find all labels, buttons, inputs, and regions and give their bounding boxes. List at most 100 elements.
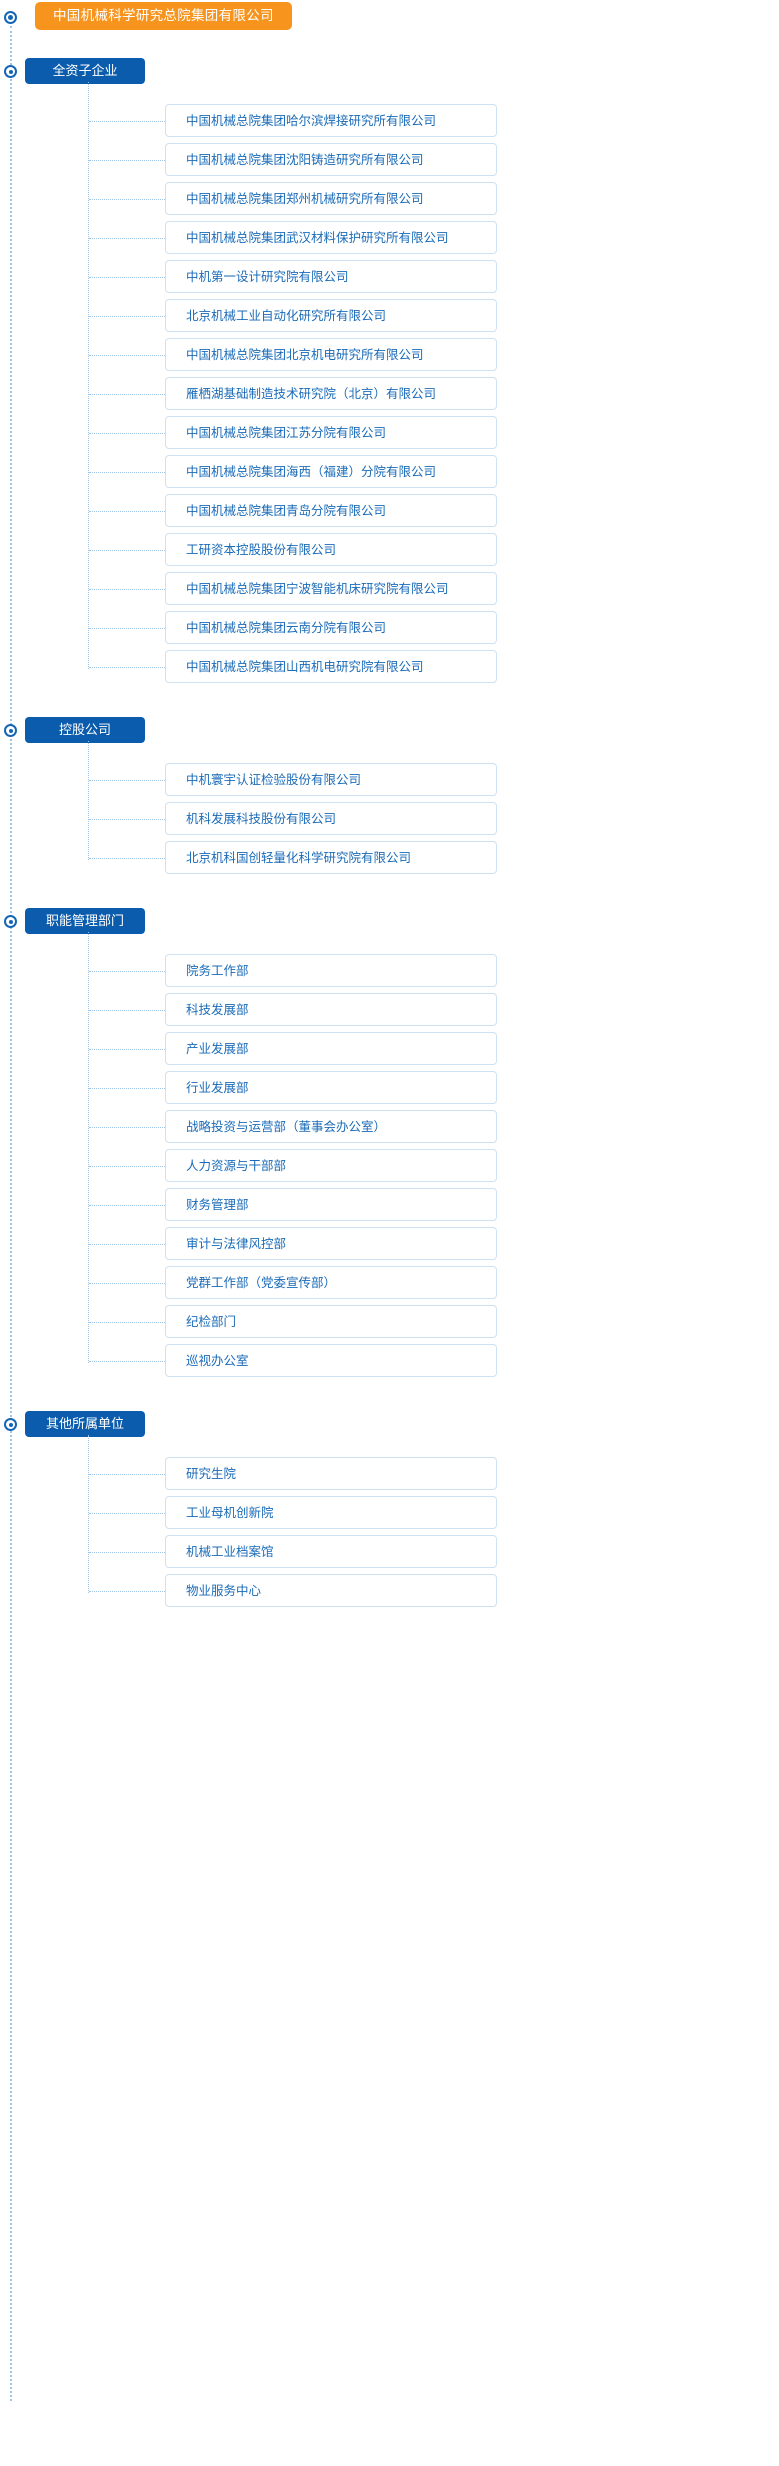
group-spacer — [0, 1381, 779, 1403]
root-node[interactable]: 中国机械科学研究总院集团有限公司 — [35, 2, 292, 30]
org-item-card[interactable]: 财务管理部 — [165, 1188, 497, 1221]
item-connector-line — [89, 1010, 165, 1011]
item-connector-line — [89, 550, 165, 551]
item-connector-line — [89, 1552, 165, 1553]
org-group-items: 中机寰宇认证检验股份有限公司机科发展科技股份有限公司北京机科国创轻量化科学研究院… — [0, 741, 779, 878]
org-item-card[interactable]: 人力资源与干部部 — [165, 1149, 497, 1182]
org-group: 全资子企业中国机械总院集团哈尔滨焊接研究所有限公司中国机械总院集团沈阳铸造研究所… — [0, 50, 779, 709]
org-item-row: 工研资本控股股份有限公司 — [0, 531, 779, 570]
item-connector-line — [89, 1591, 165, 1592]
item-connector-line — [89, 1166, 165, 1167]
org-item-card[interactable]: 中国机械总院集团云南分院有限公司 — [165, 611, 497, 644]
org-item-card[interactable]: 物业服务中心 — [165, 1574, 497, 1607]
org-item-row: 机科发展科技股份有限公司 — [0, 800, 779, 839]
org-item-row: 北京机科国创轻量化科学研究院有限公司 — [0, 839, 779, 878]
group-badge[interactable]: 职能管理部门 — [25, 908, 145, 934]
item-connector-line — [89, 121, 165, 122]
org-item-card[interactable]: 中国机械总院集团沈阳铸造研究所有限公司 — [165, 143, 497, 176]
org-item-row: 中国机械总院集团郑州机械研究所有限公司 — [0, 180, 779, 219]
item-connector-line — [89, 1283, 165, 1284]
org-item-row: 审计与法律风控部 — [0, 1225, 779, 1264]
org-groups-container: 全资子企业中国机械总院集团哈尔滨焊接研究所有限公司中国机械总院集团沈阳铸造研究所… — [0, 50, 779, 1633]
org-item-card[interactable]: 中国机械总院集团青岛分院有限公司 — [165, 494, 497, 527]
group-node-marker-icon — [4, 724, 17, 737]
item-connector-line — [89, 316, 165, 317]
org-item-card[interactable]: 党群工作部（党委宣传部） — [165, 1266, 497, 1299]
org-item-card[interactable]: 工研资本控股股份有限公司 — [165, 533, 497, 566]
org-item-card[interactable]: 中机第一设计研究院有限公司 — [165, 260, 497, 293]
org-group-header: 其他所属单位 — [0, 1403, 779, 1449]
item-connector-line — [89, 1244, 165, 1245]
org-item-row: 机械工业档案馆 — [0, 1533, 779, 1572]
org-item-card[interactable]: 纪检部门 — [165, 1305, 497, 1338]
item-connector-line — [89, 394, 165, 395]
org-item-card[interactable]: 中国机械总院集团宁波智能机床研究院有限公司 — [165, 572, 497, 605]
group-node-marker-icon — [4, 915, 17, 928]
org-item-card[interactable]: 研究生院 — [165, 1457, 497, 1490]
org-item-card[interactable]: 产业发展部 — [165, 1032, 497, 1065]
org-item-card[interactable]: 北京机械工业自动化研究所有限公司 — [165, 299, 497, 332]
org-item-card[interactable]: 中国机械总院集团北京机电研究所有限公司 — [165, 338, 497, 371]
org-item-row: 研究生院 — [0, 1455, 779, 1494]
org-item-card[interactable]: 科技发展部 — [165, 993, 497, 1026]
org-group-header: 控股公司 — [0, 709, 779, 755]
root-node-marker-icon — [4, 11, 17, 24]
org-item-row: 财务管理部 — [0, 1186, 779, 1225]
org-group: 职能管理部门院务工作部科技发展部产业发展部行业发展部战略投资与运营部（董事会办公… — [0, 900, 779, 1403]
org-item-row: 行业发展部 — [0, 1069, 779, 1108]
org-item-card[interactable]: 行业发展部 — [165, 1071, 497, 1104]
item-connector-line — [89, 1049, 165, 1050]
org-item-card[interactable]: 中国机械总院集团武汉材料保护研究所有限公司 — [165, 221, 497, 254]
org-item-row: 产业发展部 — [0, 1030, 779, 1069]
org-item-row: 党群工作部（党委宣传部） — [0, 1264, 779, 1303]
group-badge[interactable]: 全资子企业 — [25, 58, 145, 84]
item-connector-line — [89, 355, 165, 356]
org-item-card[interactable]: 院务工作部 — [165, 954, 497, 987]
org-item-card[interactable]: 雁栖湖基础制造技术研究院（北京）有限公司 — [165, 377, 497, 410]
org-group-items: 院务工作部科技发展部产业发展部行业发展部战略投资与运营部（董事会办公室） 人力资源… — [0, 932, 779, 1381]
group-badge[interactable]: 控股公司 — [25, 717, 145, 743]
item-connector-line — [89, 667, 165, 668]
org-item-card[interactable]: 战略投资与运营部（董事会办公室） — [165, 1110, 497, 1143]
org-item-card[interactable]: 中国机械总院集团哈尔滨焊接研究所有限公司 — [165, 104, 497, 137]
group-node-marker-icon — [4, 1418, 17, 1431]
item-connector-line — [89, 511, 165, 512]
item-connector-line — [89, 589, 165, 590]
org-item-row: 中国机械总院集团武汉材料保护研究所有限公司 — [0, 219, 779, 258]
group-spacer — [0, 687, 779, 709]
item-connector-line — [89, 858, 165, 859]
org-item-card[interactable]: 中机寰宇认证检验股份有限公司 — [165, 763, 497, 796]
org-item-row: 雁栖湖基础制造技术研究院（北京）有限公司 — [0, 375, 779, 414]
org-item-card[interactable]: 中国机械总院集团山西机电研究院有限公司 — [165, 650, 497, 683]
item-connector-line — [89, 199, 165, 200]
org-item-row: 中国机械总院集团江苏分院有限公司 — [0, 414, 779, 453]
org-item-card[interactable]: 巡视办公室 — [165, 1344, 497, 1377]
group-badge[interactable]: 其他所属单位 — [25, 1411, 145, 1437]
org-item-card[interactable]: 中国机械总院集团江苏分院有限公司 — [165, 416, 497, 449]
org-group-header: 全资子企业 — [0, 50, 779, 96]
item-connector-line — [89, 277, 165, 278]
item-connector-line — [89, 1205, 165, 1206]
org-item-row: 中国机械总院集团青岛分院有限公司 — [0, 492, 779, 531]
main-tree-spine — [10, 26, 12, 2401]
org-item-row: 中国机械总院集团云南分院有限公司 — [0, 609, 779, 648]
org-item-row: 中国机械总院集团宁波智能机床研究院有限公司 — [0, 570, 779, 609]
org-item-card[interactable]: 北京机科国创轻量化科学研究院有限公司 — [165, 841, 497, 874]
org-item-card[interactable]: 中国机械总院集团海西（福建）分院有限公司 — [165, 455, 497, 488]
item-connector-line — [89, 628, 165, 629]
org-group-header: 职能管理部门 — [0, 900, 779, 946]
item-connector-line — [89, 1474, 165, 1475]
org-item-card[interactable]: 工业母机创新院 — [165, 1496, 497, 1529]
org-item-row: 物业服务中心 — [0, 1572, 779, 1611]
item-connector-line — [89, 1513, 165, 1514]
item-connector-line — [89, 819, 165, 820]
org-item-row: 科技发展部 — [0, 991, 779, 1030]
org-item-card[interactable]: 机科发展科技股份有限公司 — [165, 802, 497, 835]
item-connector-line — [89, 1322, 165, 1323]
org-item-row: 中机寰宇认证检验股份有限公司 — [0, 761, 779, 800]
org-group: 其他所属单位研究生院工业母机创新院机械工业档案馆物业服务中心 — [0, 1403, 779, 1633]
org-item-card[interactable]: 审计与法律风控部 — [165, 1227, 497, 1260]
org-item-card[interactable]: 机械工业档案馆 — [165, 1535, 497, 1568]
org-item-card[interactable]: 中国机械总院集团郑州机械研究所有限公司 — [165, 182, 497, 215]
item-connector-line — [89, 238, 165, 239]
